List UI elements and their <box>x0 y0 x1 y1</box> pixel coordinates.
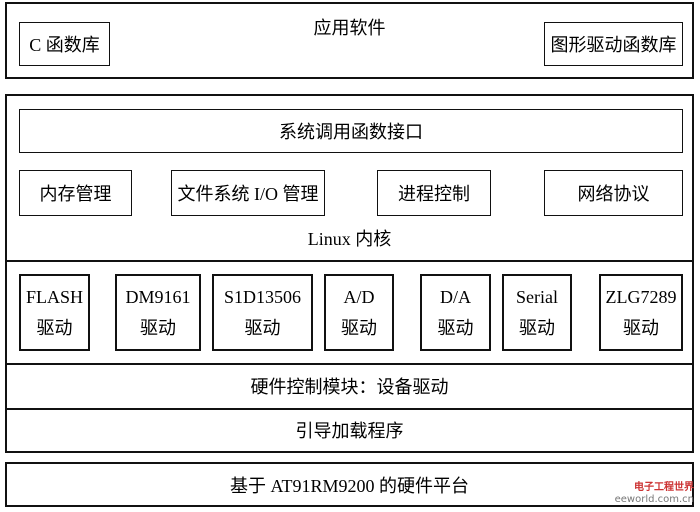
driver-s1d13506-sub: 驱动 <box>244 317 281 338</box>
hardware-platform: 基于 AT91RM9200 的硬件平台 <box>5 462 694 507</box>
bootloader-title: 引导加载程序 <box>295 421 404 441</box>
syscall-interface-box: 系统调用函数接口 <box>19 109 683 153</box>
driver-da-name: D/A <box>440 286 471 307</box>
driver-da-sub: 驱动 <box>437 317 474 338</box>
driver-dm9161: DM9161 驱动 <box>115 274 201 351</box>
driver-zlg7289: ZLG7289 驱动 <box>599 274 683 351</box>
application-layer: 应用软件 C 函数库 图形驱动函数库 <box>5 2 694 79</box>
driver-flash-name: FLASH <box>25 286 83 307</box>
c-library-box: C 函数库 <box>19 22 110 66</box>
driver-ad-sub: 驱动 <box>341 317 377 338</box>
application-layer-title: 应用软件 <box>313 18 386 38</box>
bootloader-band: 引导加载程序 <box>7 408 692 451</box>
driver-dm9161-name: DM9161 <box>125 286 191 307</box>
kernel-module-memory: 内存管理 <box>19 170 132 216</box>
driver-ad-name: A/D <box>343 286 375 307</box>
driver-s1d13506: S1D13506 驱动 <box>212 274 313 351</box>
driver-serial-name: Serial <box>516 286 558 307</box>
driver-serial: Serial 驱动 <box>502 274 572 351</box>
kernel-module-process: 进程控制 <box>377 170 491 216</box>
driver-flash-sub: 驱动 <box>36 317 73 338</box>
hardware-control-title: 硬件控制模块：设备驱动 <box>250 377 449 397</box>
graphics-driver-library-box: 图形驱动函数库 <box>544 22 683 66</box>
kernel-stack: 系统调用函数接口 内存管理 文件系统 I/O 管理 进程控制 网络协议 Linu… <box>5 94 694 453</box>
watermark: 电子工程世界 eeworld.com.cn <box>615 482 694 506</box>
driver-flash: FLASH 驱动 <box>19 274 90 351</box>
driver-zlg7289-sub: 驱动 <box>623 317 659 338</box>
kernel-module-network: 网络协议 <box>544 170 683 216</box>
driver-s1d13506-name: S1D13506 <box>223 286 301 307</box>
linux-kernel-title: Linux 内核 <box>307 229 392 249</box>
driver-dm9161-sub: 驱动 <box>140 317 176 338</box>
driver-ad: A/D 驱动 <box>324 274 394 351</box>
watermark-line1: 电子工程世界 <box>634 482 694 493</box>
driver-da: D/A 驱动 <box>420 274 491 351</box>
driver-serial-sub: 驱动 <box>519 317 555 338</box>
driver-zlg7289-name: ZLG7289 <box>605 286 677 307</box>
kernel-module-filesystem: 文件系统 I/O 管理 <box>171 170 325 216</box>
watermark-line2: eeworld.com.cn <box>614 494 694 505</box>
driver-band: FLASH 驱动 DM9161 驱动 S1D13506 驱动 A/D 驱动 D/… <box>7 260 692 365</box>
